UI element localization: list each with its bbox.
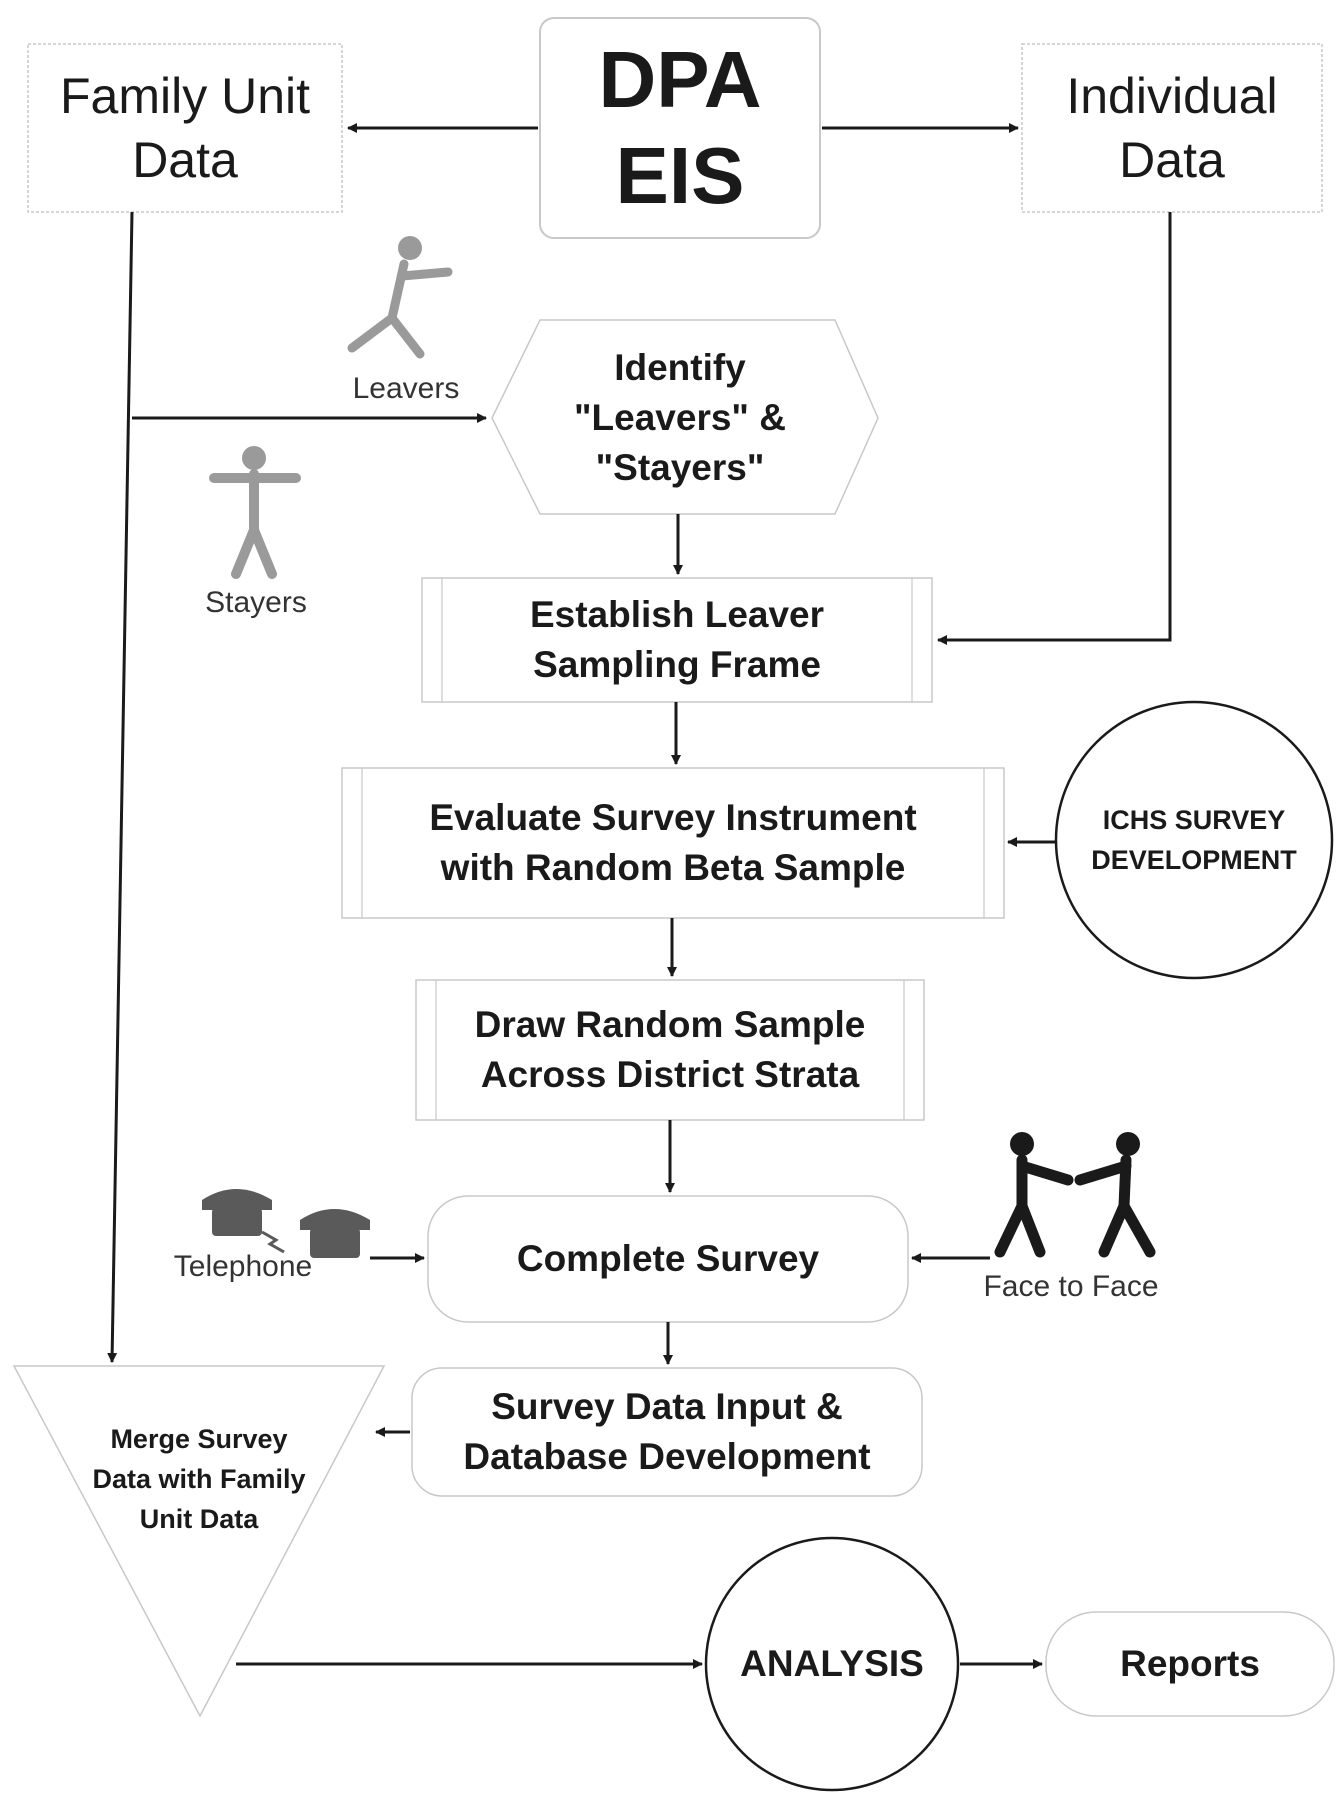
family-unit-data-node: Family Unit Data bbox=[28, 44, 342, 212]
establish-node: Establish Leaver Sampling Frame bbox=[442, 578, 912, 702]
analysis-node: ANALYSIS bbox=[706, 1624, 958, 1704]
standing-person-icon bbox=[209, 446, 301, 579]
identify-node: Identify "Leavers" & "Stayers" bbox=[510, 330, 850, 506]
establish-box-shape bbox=[421, 577, 933, 703]
analysis-text: ANALYSIS bbox=[740, 1643, 924, 1684]
line-family-down bbox=[107, 211, 134, 1363]
individual-box-shape bbox=[1021, 43, 1323, 213]
merge-triangle-shape bbox=[12, 1365, 386, 1718]
identify-text: Identify "Leavers" & "Stayers" bbox=[574, 347, 786, 488]
survey-input-node: Survey Data Input & Database Development bbox=[412, 1368, 922, 1496]
dpa-eis-node: DPA EIS bbox=[540, 18, 820, 238]
complete-survey-node: Complete Survey bbox=[428, 1196, 908, 1322]
individual-data-text: Individual Data bbox=[1066, 68, 1278, 188]
survey-input-text: Survey Data Input & Database Development bbox=[463, 1386, 871, 1477]
analysis-circle-shape bbox=[704, 1536, 960, 1792]
dpa-eis-box-shape bbox=[539, 17, 821, 239]
evaluate-box-shape bbox=[341, 767, 1005, 919]
ichs-survey-node: ICHS SURVEY DEVELOPMENT bbox=[1062, 780, 1326, 900]
face-to-face-icon bbox=[994, 1132, 1156, 1258]
dpa-eis-text: DPA EIS bbox=[598, 35, 762, 220]
leavers-label: Leavers bbox=[352, 372, 460, 405]
evaluate-node: Evaluate Survey Instrument with Random B… bbox=[362, 768, 984, 918]
face-to-face-label: Face to Face bbox=[983, 1270, 1159, 1303]
ichs-survey-text: ICHS SURVEY DEVELOPMENT bbox=[1091, 805, 1297, 875]
family-unit-data-text: Family Unit Data bbox=[59, 68, 311, 188]
survey-input-shape bbox=[411, 1367, 923, 1497]
arrow-individual-to-establish bbox=[937, 212, 1172, 645]
reports-node: Reports bbox=[1046, 1612, 1334, 1716]
merge-node: Merge Survey Data with Family Unit Data bbox=[44, 1414, 354, 1544]
individual-data-node: Individual Data bbox=[1022, 44, 1322, 212]
reports-shape bbox=[1045, 1611, 1335, 1717]
telephone-icon bbox=[202, 1189, 370, 1258]
family-unit-box-shape bbox=[27, 43, 343, 213]
draw-sample-box-shape bbox=[415, 979, 925, 1121]
identify-hexagon-shape bbox=[491, 319, 879, 515]
draw-sample-text: Draw Random Sample Across District Strat… bbox=[474, 1004, 866, 1095]
reports-text: Reports bbox=[1120, 1643, 1260, 1684]
draw-sample-node: Draw Random Sample Across District Strat… bbox=[436, 980, 904, 1120]
telephone-label: Telephone bbox=[173, 1250, 313, 1283]
establish-text: Establish Leaver Sampling Frame bbox=[529, 594, 825, 685]
walking-person-icon bbox=[347, 236, 453, 359]
complete-survey-text: Complete Survey bbox=[516, 1238, 820, 1279]
merge-text: Merge Survey Data with Family Unit Data bbox=[92, 1424, 306, 1534]
ichs-circle-shape bbox=[1054, 700, 1334, 980]
stayers-label: Stayers bbox=[205, 586, 307, 619]
evaluate-text: Evaluate Survey Instrument with Random B… bbox=[429, 797, 917, 888]
